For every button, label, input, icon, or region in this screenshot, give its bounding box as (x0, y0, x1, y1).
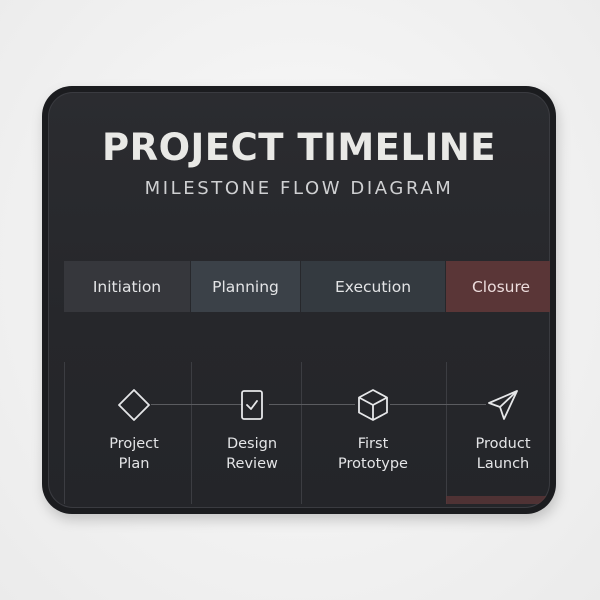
connector-line (269, 404, 355, 405)
milestone-design-review: Design Review (192, 434, 312, 474)
milestone-project-plan: Project Plan (74, 434, 194, 474)
column-divider (301, 362, 302, 504)
phase-initiation: Initiation (64, 261, 190, 312)
column-divider (64, 362, 65, 504)
cube-icon (356, 388, 390, 422)
connector-line (390, 404, 486, 405)
milestone-label-line: Product (475, 436, 531, 452)
column-divider (446, 362, 447, 504)
milestone-first-prototype: First Prototype (313, 434, 433, 474)
phase-planning: Planning (191, 261, 300, 312)
milestone-label-line: Plan (118, 456, 150, 472)
connector-line (151, 404, 243, 405)
page-subtitle: MILESTONE FLOW DIAGRAM (144, 178, 454, 199)
milestone-label-line: First (357, 436, 389, 452)
milestone-label-line: Project (109, 436, 159, 452)
milestone-label-line: Launch (476, 456, 530, 472)
mouse-pad: PROJECT TIMELINE MILESTONE FLOW DIAGRAM … (42, 86, 556, 514)
milestone-label-line: Design (226, 436, 278, 452)
page-title: PROJECT TIMELINE (101, 126, 497, 169)
milestone-label-line: Prototype (338, 456, 408, 472)
phase-bar: Initiation Planning Execution Closure (64, 261, 550, 312)
paper-plane-icon (486, 388, 520, 422)
checklist-icon (235, 388, 269, 422)
diamond-icon (117, 388, 151, 422)
milestone-label-line: Review (226, 456, 278, 472)
mouse-pad-surface: PROJECT TIMELINE MILESTONE FLOW DIAGRAM … (48, 92, 550, 508)
milestone-product-launch: Product Launch (443, 434, 550, 474)
column-divider (191, 362, 192, 504)
closure-accent-strip (446, 496, 550, 504)
phase-execution: Execution (301, 261, 445, 312)
phase-closure: Closure (446, 261, 550, 312)
